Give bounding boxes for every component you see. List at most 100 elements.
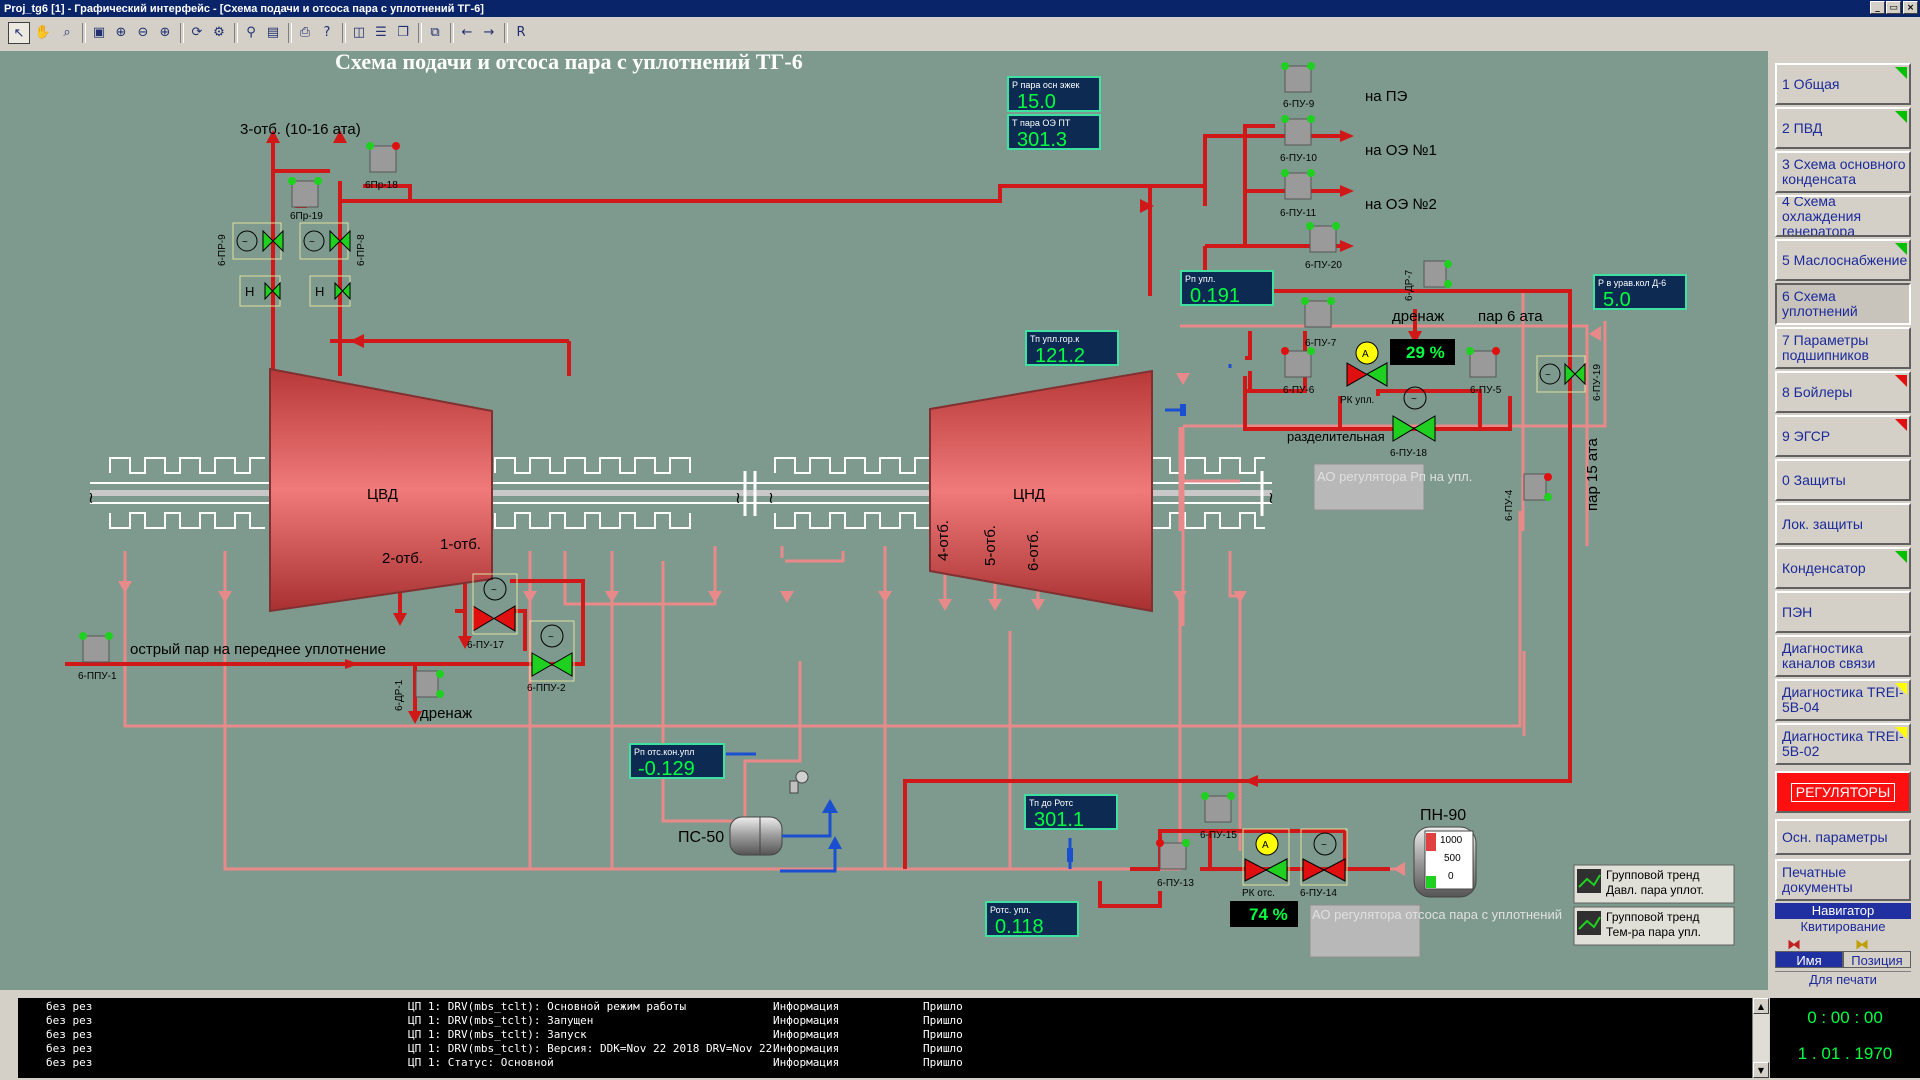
valve-dr7[interactable]: 6-ДР-7 (1404, 260, 1452, 301)
svg-text:РК отс.: РК отс. (1242, 888, 1275, 899)
valve-pu9[interactable]: 6-ПУ-9 (1281, 62, 1315, 110)
save-icon[interactable]: ▤ (266, 25, 280, 40)
ao-upl-button[interactable]: АО регулятора Рп на упл. (1313, 463, 1472, 511)
svg-text:~: ~ (1321, 840, 1327, 851)
valve-pr8[interactable]: ~ 6-ПР-8 (299, 222, 367, 266)
zoom-in-icon[interactable]: ⊕ (159, 25, 171, 40)
valve-pr9[interactable]: ~ 6-ПР-9 (217, 222, 284, 266)
svg-text:Групповой тренд: Групповой тренд (1606, 910, 1699, 924)
valve-ppu1[interactable]: 6-ППУ-1 (78, 632, 117, 682)
back-arrow-icon[interactable]: ← (461, 25, 473, 40)
check-valve-1[interactable]: H (239, 275, 281, 307)
tile-icon[interactable]: ⧉ (430, 25, 440, 40)
valve-pr18[interactable]: 6Пр-18 (365, 142, 400, 191)
svg-text:6-ПУ-14: 6-ПУ-14 (1300, 888, 1337, 899)
valve-pu6[interactable]: 6-ПУ-6 (1281, 347, 1315, 396)
rk-upl-valve[interactable]: A РК упл. (1340, 341, 1388, 406)
svg-text:0.118: 0.118 (995, 916, 1044, 938)
svg-text:A: A (1262, 840, 1269, 851)
forward-arrow-icon[interactable]: → (483, 25, 495, 40)
svg-text:Тп упл.гор.к: Тп упл.гор.к (1030, 334, 1079, 344)
nav-1-general[interactable]: 1 Общая (1775, 63, 1911, 105)
binoculars-icon[interactable]: ⚲ (246, 25, 256, 40)
nav-diag-trei02[interactable]: Диагностика TREI-5B-02 (1775, 723, 1911, 765)
valve-pu4[interactable]: 6-ПУ-4 (1504, 473, 1552, 521)
nav-7-bearings[interactable]: 7 Параметры подшипников (1775, 327, 1911, 369)
trend-pressure-button[interactable]: Групповой тренд Давл. пара уплот. (1573, 864, 1735, 904)
valve-pu18[interactable]: ~ 6-ПУ-18 (1390, 386, 1436, 459)
pointer-tool-icon[interactable]: ↖ (8, 22, 30, 44)
display-t-rots: Тп до Ротс 301.1 (1024, 794, 1118, 831)
valve-dr1[interactable]: 6-ДР-1 (394, 670, 444, 711)
kvit-panel[interactable]: Квитирование ⧓ ⧓ (1775, 919, 1911, 957)
valve-ppu2[interactable]: ~ 6-ППУ-2 (527, 620, 575, 694)
alarm-ack-icon[interactable]: ⧓ (1787, 937, 1801, 953)
zoom-fit-icon[interactable]: ⊕ (115, 25, 127, 40)
nav-regulators[interactable]: РЕГУЛЯТОРЫ (1775, 771, 1911, 813)
valve-pu17[interactable]: ~ 6-ПУ-17 (467, 573, 518, 651)
help-icon[interactable]: ? (323, 25, 331, 40)
svg-text:5-отб.: 5-отб. (982, 525, 999, 566)
nav-main-params[interactable]: Осн. параметры (1775, 819, 1911, 855)
nav-5-oil[interactable]: 5 Маслоснабжение (1775, 239, 1911, 281)
print-icon[interactable]: ⎙ (299, 25, 311, 40)
nav-condenser[interactable]: Конденсатор (1775, 547, 1911, 589)
log-scrollbar[interactable]: ▲ ▼ (1752, 998, 1769, 1078)
valve-pu11[interactable]: 6-ПУ-11 (1280, 169, 1317, 219)
scroll-up-icon[interactable]: ▲ (1753, 998, 1769, 1014)
svg-text:Р пара осн эжек: Р пара осн эжек (1012, 80, 1079, 90)
valve-pu20[interactable]: 6-ПУ-20 (1305, 222, 1342, 271)
nav-print-docs[interactable]: Печатные документы (1775, 859, 1911, 901)
ao-ots-button[interactable]: АО регулятора отсоса пара с уплотнений (1309, 904, 1562, 958)
window-layout-icon[interactable]: ◫ (352, 25, 366, 40)
svg-text:301.3: 301.3 (1017, 129, 1067, 151)
valve-pu19[interactable]: ~ 6-ПУ-19 (1536, 355, 1603, 401)
restore-button[interactable]: ▭ (1886, 1, 1901, 14)
nav-diag-channels[interactable]: Диагностика каналов связи (1775, 635, 1911, 677)
tab-name[interactable]: Имя (1775, 951, 1843, 968)
nav-2-pvd[interactable]: 2 ПВД (1775, 107, 1911, 149)
nav-4-generator-cooling[interactable]: 4 Схема охлаждения генератора (1775, 195, 1911, 237)
nav-diag-trei04[interactable]: Диагностика TREI-5B-04 (1775, 679, 1911, 721)
nav-3-condensate[interactable]: 3 Схема основного конденсата (1775, 151, 1911, 193)
zoom-out-icon[interactable]: ⊖ (137, 25, 149, 40)
svg-text:Групповой тренд: Групповой тренд (1606, 868, 1699, 882)
svg-text:Т пара ОЭ ПТ: Т пара ОЭ ПТ (1012, 118, 1071, 128)
nav-8-boilers[interactable]: 8 Бойлеры (1775, 371, 1911, 413)
fit-page-icon[interactable]: ▣ (92, 25, 106, 40)
nav-6-seals[interactable]: 6 Схема уплотнений (1775, 283, 1911, 325)
list-layout-icon[interactable]: ☰ (375, 25, 387, 40)
valve-pu5[interactable]: 6-ПУ-5 (1466, 347, 1502, 396)
trend-temp-button[interactable]: Групповой тренд Тем-ра пара упл. (1573, 906, 1735, 946)
svg-text:301.1: 301.1 (1034, 809, 1084, 831)
check-valve-2[interactable]: H (309, 275, 351, 307)
rk-ots-valve[interactable]: A РК отс. (1242, 828, 1290, 899)
nav-9-egsr[interactable]: 9 ЭГСР (1775, 415, 1911, 457)
svg-text:6-ППУ-2: 6-ППУ-2 (527, 683, 566, 694)
warning-ack-icon[interactable]: ⧓ (1855, 937, 1869, 953)
valve-pu14[interactable]: ~ 6-ПУ-14 (1300, 828, 1348, 899)
nav-0-protection[interactable]: 0 Защиты (1775, 459, 1911, 501)
valve-pr19[interactable]: 6Пр-19 (288, 177, 323, 222)
r-button[interactable]: R (516, 25, 526, 40)
minimize-button[interactable]: _ (1870, 1, 1885, 14)
valve-pu13[interactable]: 6-ПУ-13 (1156, 839, 1194, 889)
valve-pu7[interactable]: 6-ПУ-7 (1301, 297, 1337, 349)
scroll-down-icon[interactable]: ▼ (1753, 1062, 1769, 1078)
refresh-icon[interactable]: ⟳ (191, 25, 203, 40)
svg-text:Тем-ра пара упл.: Тем-ра пара упл. (1606, 925, 1701, 939)
hand-tool-icon[interactable]: ✋ (34, 25, 52, 40)
run-icon[interactable]: ⚙ (213, 25, 225, 40)
clock-display: 0 : 00 : 00 1 . 01 . 1970 (1770, 998, 1920, 1078)
nav-local-protection[interactable]: Лок. защиты (1775, 503, 1911, 545)
svg-text:-0.129: -0.129 (638, 758, 695, 780)
tab-position[interactable]: Позиция (1843, 951, 1911, 968)
svg-text:6-ПУ-18: 6-ПУ-18 (1390, 448, 1427, 459)
cascade-icon[interactable]: ❐ (397, 25, 409, 40)
valve-pu10[interactable]: 6-ПУ-10 (1280, 115, 1317, 164)
magnifier-icon[interactable]: ⌕ (63, 25, 71, 40)
valve-pu15[interactable]: 6-ПУ-15 (1200, 792, 1237, 841)
nav-pen[interactable]: ПЭН (1775, 591, 1911, 633)
close-button[interactable]: × (1903, 1, 1918, 14)
